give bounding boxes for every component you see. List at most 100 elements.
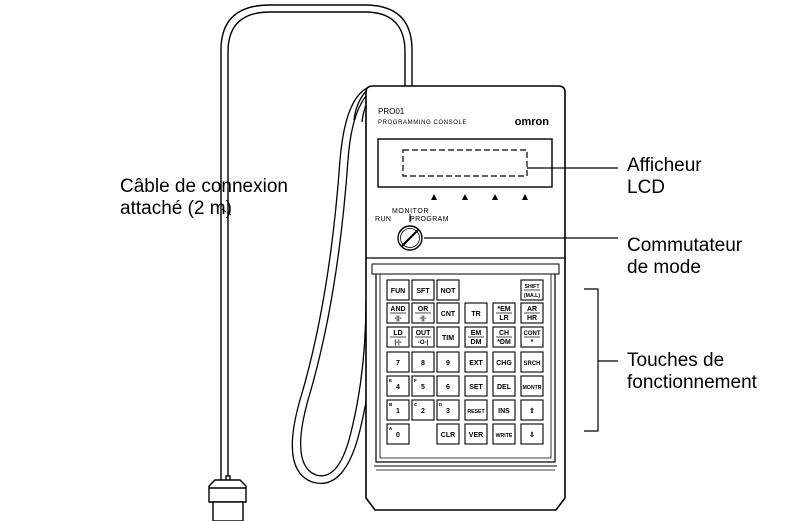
key-ver[interactable]: VER bbox=[464, 423, 488, 445]
key-shift-label: SHIFT bbox=[525, 284, 541, 290]
key-k1[interactable]: 1B bbox=[386, 399, 410, 421]
key-or[interactable]: OR-||- bbox=[411, 302, 435, 324]
key-clr[interactable]: CLR bbox=[436, 423, 460, 445]
mode-switch-run: RUN bbox=[375, 216, 391, 223]
key-ch-dm[interactable]: CH*DM bbox=[492, 326, 516, 348]
key-k7-label: 7 bbox=[396, 360, 400, 367]
key-k4[interactable]: 4E bbox=[386, 375, 410, 397]
key-srch-cap[interactable] bbox=[520, 351, 544, 373]
key-k3-cap[interactable] bbox=[436, 399, 460, 421]
key-k9[interactable]: 9 bbox=[436, 351, 460, 373]
key-srch-label: SRCH bbox=[523, 361, 540, 367]
key-montr-cap[interactable] bbox=[520, 375, 544, 397]
key-ext-label: EXT bbox=[469, 360, 483, 367]
key-k2-label: 2 bbox=[421, 408, 425, 415]
key-ins-label: INS bbox=[498, 408, 510, 415]
lcd-indicator-arrow bbox=[522, 194, 528, 200]
key-write[interactable]: WRITE bbox=[492, 423, 516, 445]
key-shift[interactable]: SHIFT(MA.L) bbox=[520, 279, 544, 301]
key-k8-label: 8 bbox=[421, 360, 425, 367]
key-sft[interactable]: SFT bbox=[411, 279, 435, 301]
key-reset-label: RESET bbox=[467, 409, 485, 415]
leader-lines bbox=[424, 167, 618, 432]
key-k6[interactable]: 6 bbox=[436, 375, 460, 397]
key-k9-label: 9 bbox=[446, 360, 450, 367]
key-ext[interactable]: EXT bbox=[464, 351, 488, 373]
key-sft-cap[interactable] bbox=[411, 279, 435, 301]
key-del[interactable]: DEL bbox=[492, 375, 516, 397]
key-cnt[interactable]: CNT bbox=[436, 302, 460, 324]
key-em-lr-label: *EM bbox=[497, 306, 510, 313]
key-clr-cap[interactable] bbox=[436, 423, 460, 445]
key-tr[interactable]: TR bbox=[464, 302, 488, 324]
key-k9-cap[interactable] bbox=[436, 351, 460, 373]
key-montr[interactable]: MONTR bbox=[520, 375, 544, 397]
key-k0-cap[interactable] bbox=[386, 423, 410, 445]
lcd-callout: Afficheur LCD bbox=[627, 155, 702, 199]
key-k2[interactable]: 2C bbox=[411, 399, 435, 421]
key-ld[interactable]: LD |-|- bbox=[386, 326, 410, 348]
key-k4-cap[interactable] bbox=[386, 375, 410, 397]
key-reset-cap[interactable] bbox=[464, 399, 488, 421]
key-ins-cap[interactable] bbox=[492, 399, 516, 421]
key-cont[interactable]: CONT* bbox=[520, 326, 544, 348]
key-k5[interactable]: 5F bbox=[411, 375, 435, 397]
key-fun[interactable]: FUN bbox=[386, 279, 410, 301]
key-ver-label: VER bbox=[469, 432, 483, 439]
key-up-cap[interactable] bbox=[520, 399, 544, 421]
key-k5-cap[interactable] bbox=[411, 375, 435, 397]
cable-callout: Câble de connexion attaché (2 m) bbox=[120, 176, 288, 220]
key-k2-cap[interactable] bbox=[411, 399, 435, 421]
console-model: PRO01 bbox=[378, 107, 405, 116]
key-write-cap[interactable] bbox=[492, 423, 516, 445]
key-chg-cap[interactable] bbox=[492, 351, 516, 373]
key-ld-sublabel: |-|- bbox=[394, 340, 401, 346]
key-ins[interactable]: INS bbox=[492, 399, 516, 421]
key-k7[interactable]: 7 bbox=[386, 351, 410, 373]
key-ld-label: LD bbox=[393, 330, 402, 337]
key-down-cap[interactable] bbox=[520, 423, 544, 445]
mode-switch[interactable]: MONITOR RUN PROGRAM bbox=[375, 208, 449, 251]
key-ext-cap[interactable] bbox=[464, 351, 488, 373]
key-down[interactable]: ⇩ bbox=[520, 423, 544, 445]
key-k1-cap[interactable] bbox=[386, 399, 410, 421]
key-ver-cap[interactable] bbox=[464, 423, 488, 445]
key-k2-hex: C bbox=[414, 402, 418, 407]
key-k7-cap[interactable] bbox=[386, 351, 410, 373]
key-k5-label: 5 bbox=[421, 384, 425, 391]
key-k6-cap[interactable] bbox=[436, 375, 460, 397]
key-srch[interactable]: SRCH bbox=[520, 351, 544, 373]
key-cnt-cap[interactable] bbox=[436, 302, 460, 324]
lcd-indicator-arrow bbox=[462, 194, 468, 200]
key-out[interactable]: OUT-O-| bbox=[411, 326, 435, 348]
key-tim-cap[interactable] bbox=[436, 326, 460, 348]
key-tim[interactable]: TIM bbox=[436, 326, 460, 348]
key-k0-label: 0 bbox=[396, 432, 400, 439]
key-not[interactable]: NOT bbox=[436, 279, 460, 301]
key-k8[interactable]: 8 bbox=[411, 351, 435, 373]
key-fun-label: FUN bbox=[391, 288, 405, 295]
key-set-cap[interactable] bbox=[464, 375, 488, 397]
key-not-cap[interactable] bbox=[436, 279, 460, 301]
key-up[interactable]: ⇧ bbox=[520, 399, 544, 421]
key-set[interactable]: SET bbox=[464, 375, 488, 397]
key-and[interactable]: AND-||- bbox=[386, 302, 410, 324]
key-k3[interactable]: 3D bbox=[436, 399, 460, 421]
key-k0[interactable]: 0A bbox=[386, 423, 410, 445]
key-chg[interactable]: CHG bbox=[492, 351, 516, 373]
key-k4-label: 4 bbox=[396, 384, 400, 391]
key-fun-cap[interactable] bbox=[386, 279, 410, 301]
key-reset[interactable]: RESET bbox=[464, 399, 488, 421]
key-tim-label: TIM bbox=[442, 335, 454, 342]
key-up-label: ⇧ bbox=[529, 407, 535, 415]
key-k8-cap[interactable] bbox=[411, 351, 435, 373]
key-k1-label: 1 bbox=[396, 408, 400, 415]
key-del-cap[interactable] bbox=[492, 375, 516, 397]
key-ar-hr-sublabel: HR bbox=[527, 315, 537, 322]
key-tr-cap[interactable] bbox=[464, 302, 488, 324]
